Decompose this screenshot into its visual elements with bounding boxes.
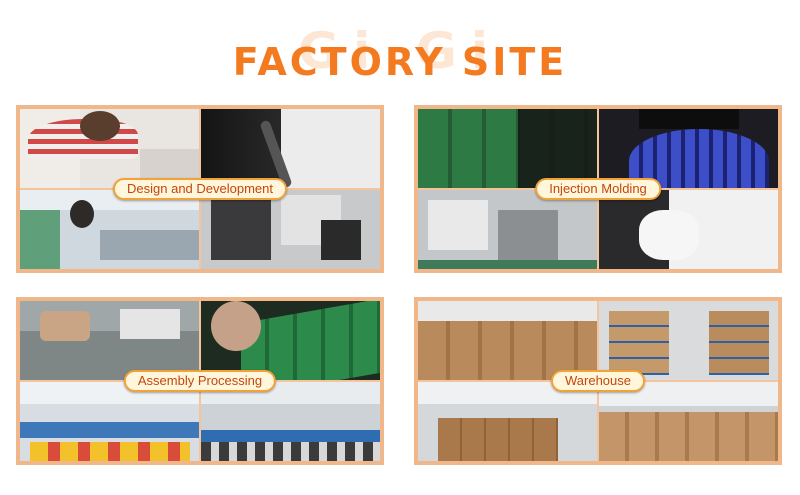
photo-molding-machine	[599, 109, 778, 188]
page-title: FACTORY SITE	[232, 40, 568, 84]
photo-circuit-board	[418, 109, 597, 188]
photo-warehouse-shelves	[599, 301, 778, 380]
caption-injection-molding: Injection Molding	[535, 178, 661, 200]
panel-warehouse: Warehouse	[414, 297, 782, 465]
caption-design-development: Design and Development	[113, 178, 287, 200]
caption-assembly-processing: Assembly Processing	[123, 370, 277, 392]
panel-injection-molding: Injection Molding	[414, 105, 782, 273]
photo-assembly-line	[20, 382, 199, 461]
panel-design-development: Design and Development	[16, 105, 384, 273]
photo-boxes-stack	[418, 301, 597, 380]
photo-pcb-soldering	[201, 301, 380, 380]
photo-testing-machine	[201, 190, 380, 269]
photo-quality-inspection	[599, 190, 778, 269]
photo-component-assembly	[20, 301, 199, 380]
caption-warehouse: Warehouse	[551, 370, 645, 392]
photo-packed-goods	[599, 382, 778, 461]
photo-cable-closeup	[201, 109, 380, 188]
photo-design-office	[20, 190, 199, 269]
photo-molding-workshop	[418, 190, 597, 269]
panel-assembly-processing: Assembly Processing	[16, 297, 384, 465]
title-watermark: Gi Gi	[298, 22, 502, 80]
photo-production-floor	[201, 382, 380, 461]
photo-designer-sketching	[20, 109, 199, 188]
photo-storage-area	[418, 382, 597, 461]
